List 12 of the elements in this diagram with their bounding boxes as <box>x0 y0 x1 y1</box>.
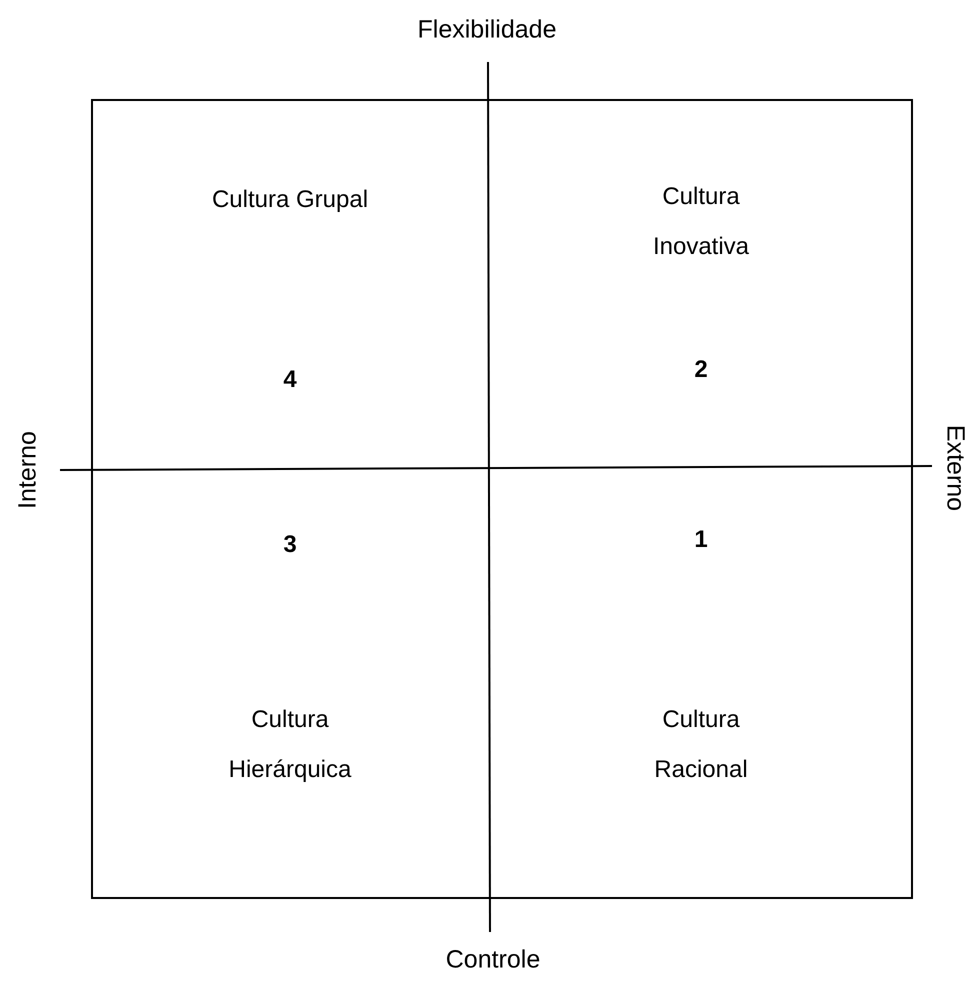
quadrant-number: 3 <box>283 530 297 560</box>
quadrant-number: 1 <box>694 525 708 555</box>
quadrant-number: 2 <box>694 355 708 385</box>
quadrant-number: 4 <box>283 365 297 395</box>
quadrant-title: Cultura Racional <box>653 705 749 785</box>
axis-label-bottom: Controle <box>446 946 540 974</box>
quadrant-title: Cultura Hierárquica <box>228 705 352 785</box>
axis-label-left: Interno <box>14 431 42 509</box>
axis-label-top: Flexibilidade <box>418 16 556 44</box>
axis-label-right: Externo <box>940 424 970 512</box>
quadrant-title: Cultura Grupal <box>212 185 368 215</box>
quadrant-title: Cultura Inovativa <box>652 182 750 262</box>
